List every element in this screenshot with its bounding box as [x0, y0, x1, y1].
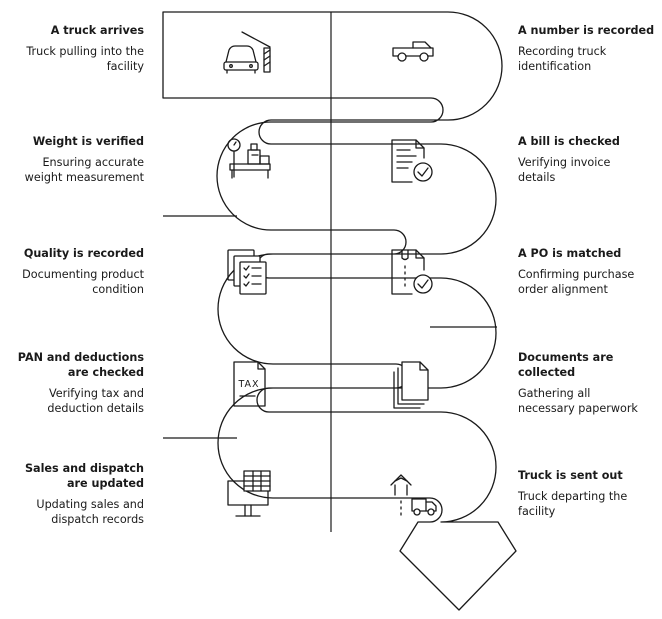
purchase-order-check-icon [391, 249, 433, 295]
step-title-line: Truck is sent out [518, 469, 623, 482]
step-description: Truck pulling into the facility [0, 44, 144, 74]
step-description-line: Truck departing the [518, 490, 628, 503]
step-description-line: Truck pulling into the [26, 45, 144, 58]
step-title-line: are updated [66, 477, 144, 490]
step-title: A truck arrives [0, 23, 144, 38]
step-title-line: A bill is checked [518, 135, 620, 148]
step-title-line: A truck arrives [50, 24, 144, 37]
step-description-line: Verifying tax and [48, 387, 144, 400]
step-description: Truck departing the facility [518, 489, 658, 519]
step-description-line: Confirming purchase [518, 268, 635, 281]
step-1-label: A truck arrives Truck pulling into the f… [0, 23, 144, 74]
step-title: Documents are collected [518, 350, 658, 380]
step-title: Quality is recorded [0, 246, 144, 261]
step-description: Updating sales and dispatch records [0, 497, 144, 527]
computer-spreadsheet-icon [227, 470, 271, 517]
tax-label: TAX [237, 379, 259, 390]
step-title: A PO is matched [518, 246, 658, 261]
step-7-label: PAN and deductions are checked Verifying… [0, 350, 144, 416]
step-description-line: Ensuring accurate [42, 156, 144, 169]
step-title-line: Quality is recorded [23, 247, 144, 260]
step-description-line: condition [92, 283, 144, 296]
step-description-line: order alignment [518, 283, 608, 296]
step-description-line: facility [518, 505, 556, 518]
step-description-line: dispatch records [51, 513, 144, 526]
step-description-line: identification [518, 60, 592, 73]
step-title: Sales and dispatch are updated [0, 461, 144, 491]
step-description: Verifying tax and deduction details [0, 386, 144, 416]
step-title-line: Documents are [518, 351, 614, 364]
truck-barrier-icon [223, 31, 271, 74]
step-description: Verifying invoice details [518, 155, 658, 185]
tax-document-icon: TAX [233, 361, 266, 407]
pickup-truck-icon [392, 41, 434, 62]
step-4-label: A bill is checked Verifying invoice deta… [518, 134, 658, 185]
step-description: Recording truck identification [518, 44, 658, 74]
step-6-label: A PO is matched Confirming purchase orde… [518, 246, 658, 297]
path-dividers [163, 12, 497, 532]
step-8-label: Documents are collected Gathering all ne… [518, 350, 658, 416]
step-description-line: Documenting product [22, 268, 144, 281]
step-9-label: Sales and dispatch are updated Updating … [0, 461, 144, 527]
step-title: A bill is checked [518, 134, 658, 149]
step-title-line: PAN and deductions [17, 351, 144, 364]
step-description-line: Verifying invoice [518, 156, 611, 169]
step-10-label: Truck is sent out Truck departing the fa… [518, 468, 658, 519]
step-description-line: Updating sales and [36, 498, 144, 511]
step-description: Documenting product condition [0, 267, 144, 297]
step-description-line: weight measurement [24, 171, 144, 184]
step-title-line: A PO is matched [518, 247, 622, 260]
step-3-label: Weight is verified Ensuring accurate wei… [0, 134, 144, 185]
checklist-icon [227, 249, 267, 295]
step-title-line: collected [518, 366, 576, 379]
weighing-scale-icon [227, 138, 271, 179]
step-description-line: facility [106, 60, 144, 73]
step-title: A number is recorded [518, 23, 658, 38]
step-description: Gathering all necessary paperwork [518, 386, 658, 416]
step-description-line: Recording truck [518, 45, 607, 58]
step-2-label: A number is recorded Recording truck ide… [518, 23, 658, 74]
step-5-label: Quality is recorded Documenting product … [0, 246, 144, 297]
step-title: Weight is verified [0, 134, 144, 149]
documents-stack-icon [393, 361, 429, 409]
step-description-line: deduction details [47, 402, 144, 415]
step-description-line: necessary paperwork [518, 402, 638, 415]
step-title-line: Weight is verified [32, 135, 144, 148]
serpentine-path-outline [162, 11, 517, 611]
step-title-line: Sales and dispatch [24, 462, 144, 475]
step-title: PAN and deductions are checked [0, 350, 144, 380]
step-description-line: details [518, 171, 556, 184]
step-description-line: Gathering all [518, 387, 591, 400]
truck-departing-icon [390, 474, 437, 516]
step-title-line: A number is recorded [518, 24, 655, 37]
step-title-line: are checked [67, 366, 144, 379]
step-description: Confirming purchase order alignment [518, 267, 658, 297]
step-title: Truck is sent out [518, 468, 658, 483]
step-description: Ensuring accurate weight measurement [0, 155, 144, 185]
invoice-check-icon [391, 139, 433, 183]
